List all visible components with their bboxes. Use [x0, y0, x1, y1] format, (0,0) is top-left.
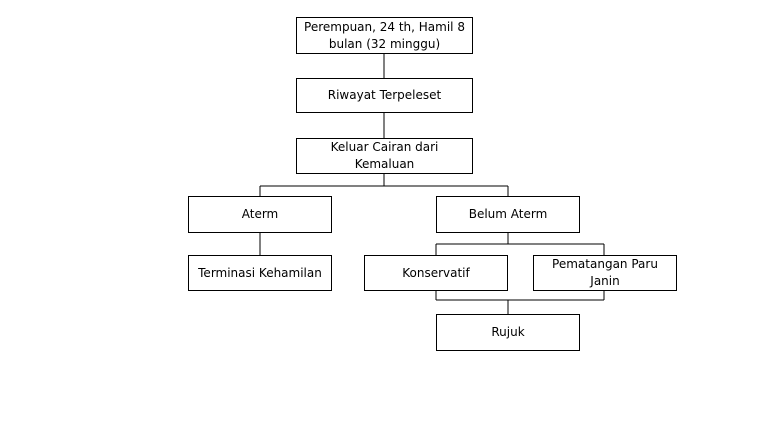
- node-aterm: Aterm: [188, 196, 332, 233]
- node-belum-aterm: Belum Aterm: [436, 196, 580, 233]
- node-pematangan: Pematangan Paru Janin: [533, 255, 677, 291]
- node-discharge: Keluar Cairan dari Kemaluan: [296, 138, 473, 174]
- node-patient: Perempuan, 24 th, Hamil 8 bulan (32 ming…: [296, 17, 473, 54]
- node-history: Riwayat Terpeleset: [296, 78, 473, 113]
- node-rujuk: Rujuk: [436, 314, 580, 351]
- node-terminasi: Terminasi Kehamilan: [188, 255, 332, 291]
- node-konservatif: Konservatif: [364, 255, 508, 291]
